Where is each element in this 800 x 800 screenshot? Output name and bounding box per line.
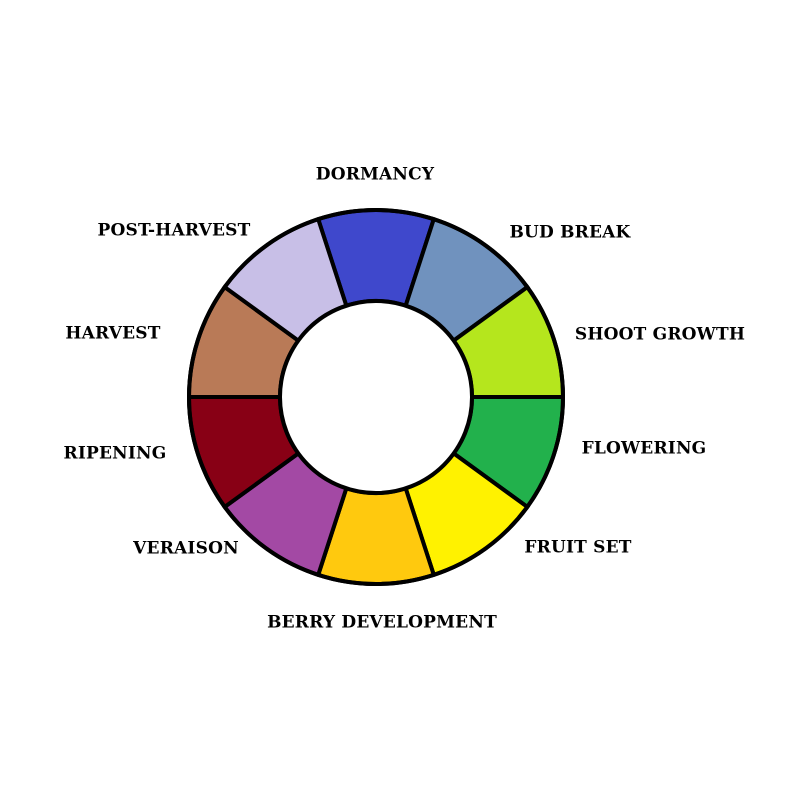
label-shoot-growth: SHOOT GROWTH (575, 325, 745, 345)
wheel-outer-ring (187, 208, 565, 586)
label-ripening: RIPENING (64, 444, 167, 464)
wheel-center-hole (278, 299, 474, 495)
label-dormancy: DORMANCY (316, 165, 435, 185)
wheel-labels: DORMANCY BUD BREAK SHOOT GROWTH FLOWERING FR… (64, 165, 745, 633)
label-flowering: FLOWERING (582, 439, 707, 459)
label-bud-break: BUD BREAK (509, 223, 631, 243)
label-harvest: HARVEST (65, 324, 160, 344)
label-fruit-set: FRUIT SET (524, 538, 631, 558)
label-post-harvest: POST-HARVEST (97, 221, 250, 241)
wheel-segments (186, 208, 566, 586)
label-veraison: VERAISON (132, 539, 239, 559)
label-berry-development: BERRY DEVELOPMENT (267, 613, 497, 633)
